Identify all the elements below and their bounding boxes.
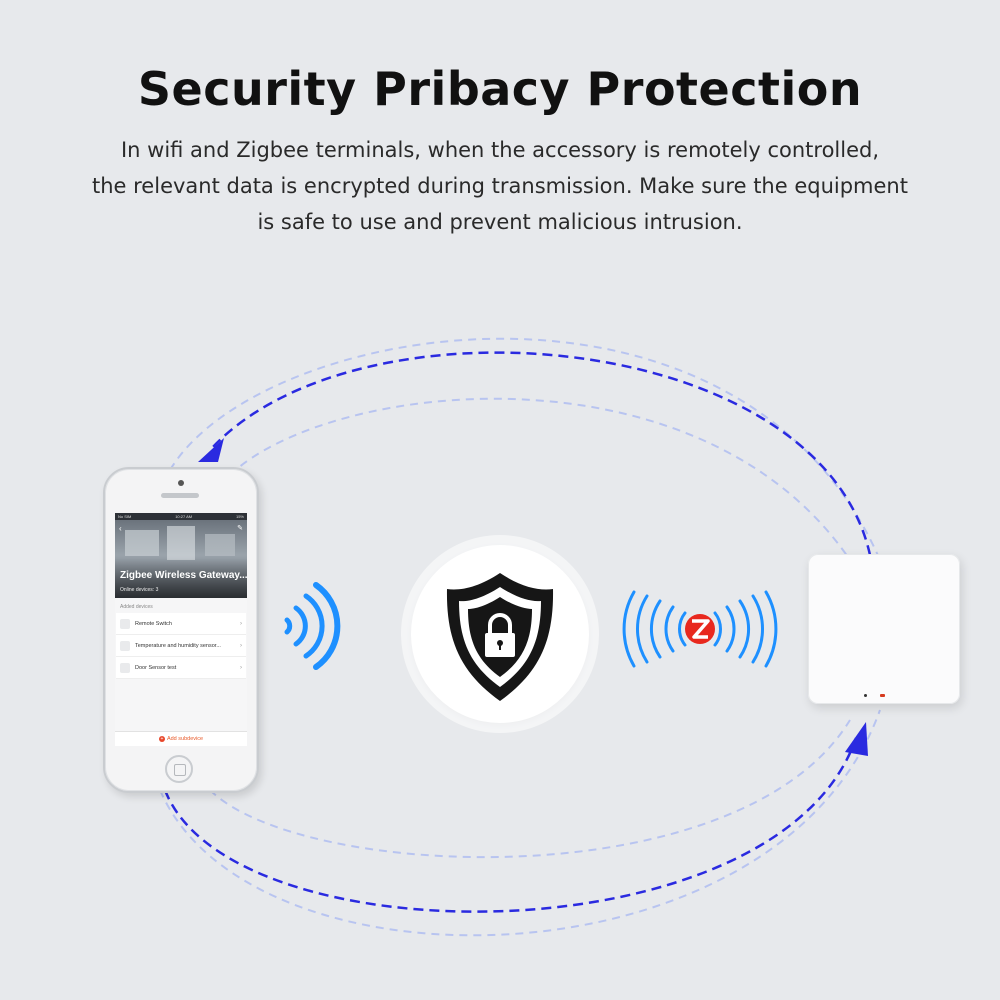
list-item[interactable]: Remote Switch › bbox=[116, 613, 246, 635]
online-devices: Online devices: 3 bbox=[120, 587, 159, 593]
lower-outer-arc bbox=[159, 709, 881, 937]
device-label: Remote Switch bbox=[135, 620, 172, 627]
upper-arrowhead bbox=[198, 438, 224, 462]
gateway-status-led bbox=[880, 694, 885, 697]
chevron-right-icon: › bbox=[240, 642, 242, 649]
gateway-name: Zigbee Wireless Gateway... bbox=[120, 570, 247, 581]
plus-icon: + bbox=[158, 735, 165, 742]
description-line-3: is safe to use and prevent malicious int… bbox=[257, 210, 743, 234]
zigbee-gateway-device bbox=[808, 554, 960, 704]
add-subdevice-label: Add subdevice bbox=[166, 736, 204, 742]
device-thumbnail bbox=[120, 662, 130, 673]
list-item[interactable]: Door Sensor test › bbox=[116, 657, 246, 679]
shield-badge bbox=[411, 545, 589, 723]
lower-inner-arc bbox=[209, 719, 851, 859]
chevron-right-icon: › bbox=[240, 620, 242, 627]
back-arrow-icon[interactable]: ‹ bbox=[119, 524, 122, 533]
gateway-led bbox=[864, 694, 867, 697]
zigbee-logo-icon bbox=[685, 614, 715, 644]
description-line-1: In wifi and Zigbee terminals, when the a… bbox=[120, 138, 880, 162]
gateway-hero-image: ‹ ✎ Zigbee Wireless Gateway... Online de… bbox=[115, 520, 247, 598]
shield-lock-icon bbox=[446, 573, 554, 701]
device-thumbnail bbox=[120, 618, 130, 629]
phone-speaker bbox=[161, 493, 199, 498]
status-time: 10:27 AM bbox=[175, 514, 193, 519]
list-item[interactable]: Temperature and humidity sensor... › bbox=[116, 635, 246, 657]
description-line-2: the relevant data is encrypted during tr… bbox=[92, 174, 908, 198]
status-battery: 15% bbox=[235, 514, 244, 519]
added-devices-label: Added devices bbox=[120, 604, 153, 610]
chevron-right-icon: › bbox=[240, 664, 242, 671]
device-label: Temperature and humidity sensor... bbox=[135, 642, 221, 649]
add-subdevice-button[interactable]: +Add subdevice bbox=[115, 731, 247, 746]
description: In wifi and Zigbee terminals, when the a… bbox=[60, 132, 940, 240]
status-bar: No SIM 10:27 AM 15% bbox=[115, 513, 247, 520]
device-label: Door Sensor test bbox=[135, 664, 177, 671]
lower-arrowhead bbox=[845, 722, 868, 756]
upper-arrow bbox=[211, 351, 872, 556]
edit-icon[interactable]: ✎ bbox=[237, 525, 243, 532]
app-screen: No SIM 10:27 AM 15% ‹ ✎ Zigbee Wireless … bbox=[115, 513, 247, 746]
zigbee-waves-icon bbox=[622, 590, 778, 668]
phone-camera bbox=[178, 480, 184, 486]
device-list: Remote Switch › Temperature and humidity… bbox=[116, 613, 246, 679]
device-thumbnail bbox=[120, 640, 130, 651]
upper-outer-arc bbox=[169, 337, 881, 561]
lower-arrow bbox=[163, 737, 858, 913]
page-title: Security Pribacy Protection bbox=[137, 62, 863, 116]
wifi-waves-icon bbox=[284, 582, 341, 670]
smartphone: No SIM 10:27 AM 15% ‹ ✎ Zigbee Wireless … bbox=[103, 467, 259, 793]
upper-inner-arc bbox=[229, 397, 851, 561]
status-carrier: No SIM bbox=[118, 514, 132, 519]
home-button bbox=[165, 755, 193, 783]
